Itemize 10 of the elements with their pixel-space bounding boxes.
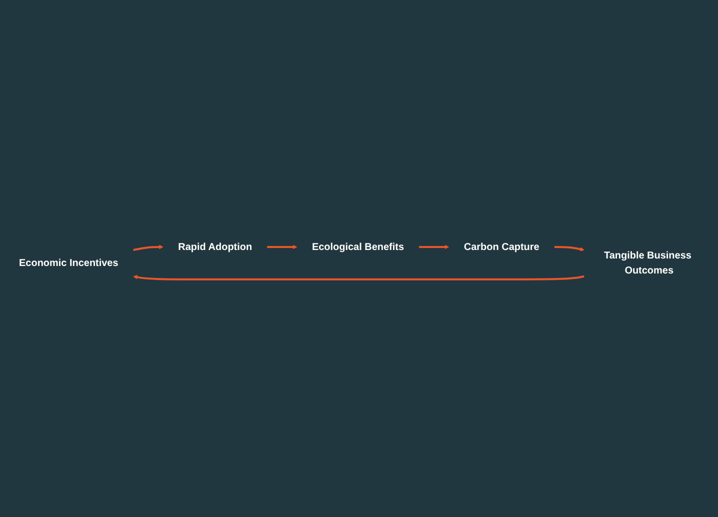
arrow <box>133 244 164 251</box>
node-text: Carbon Capture <box>464 241 540 252</box>
node-text: Rapid Adoption <box>178 241 252 252</box>
node-text: Tangible Business Outcomes <box>604 250 692 276</box>
node-text: Ecological Benefits <box>312 241 404 252</box>
arrow <box>554 246 584 252</box>
arrow <box>267 244 298 249</box>
arrow <box>133 274 584 280</box>
arrow <box>419 244 450 249</box>
node-text: Economic Incentives <box>19 257 118 268</box>
